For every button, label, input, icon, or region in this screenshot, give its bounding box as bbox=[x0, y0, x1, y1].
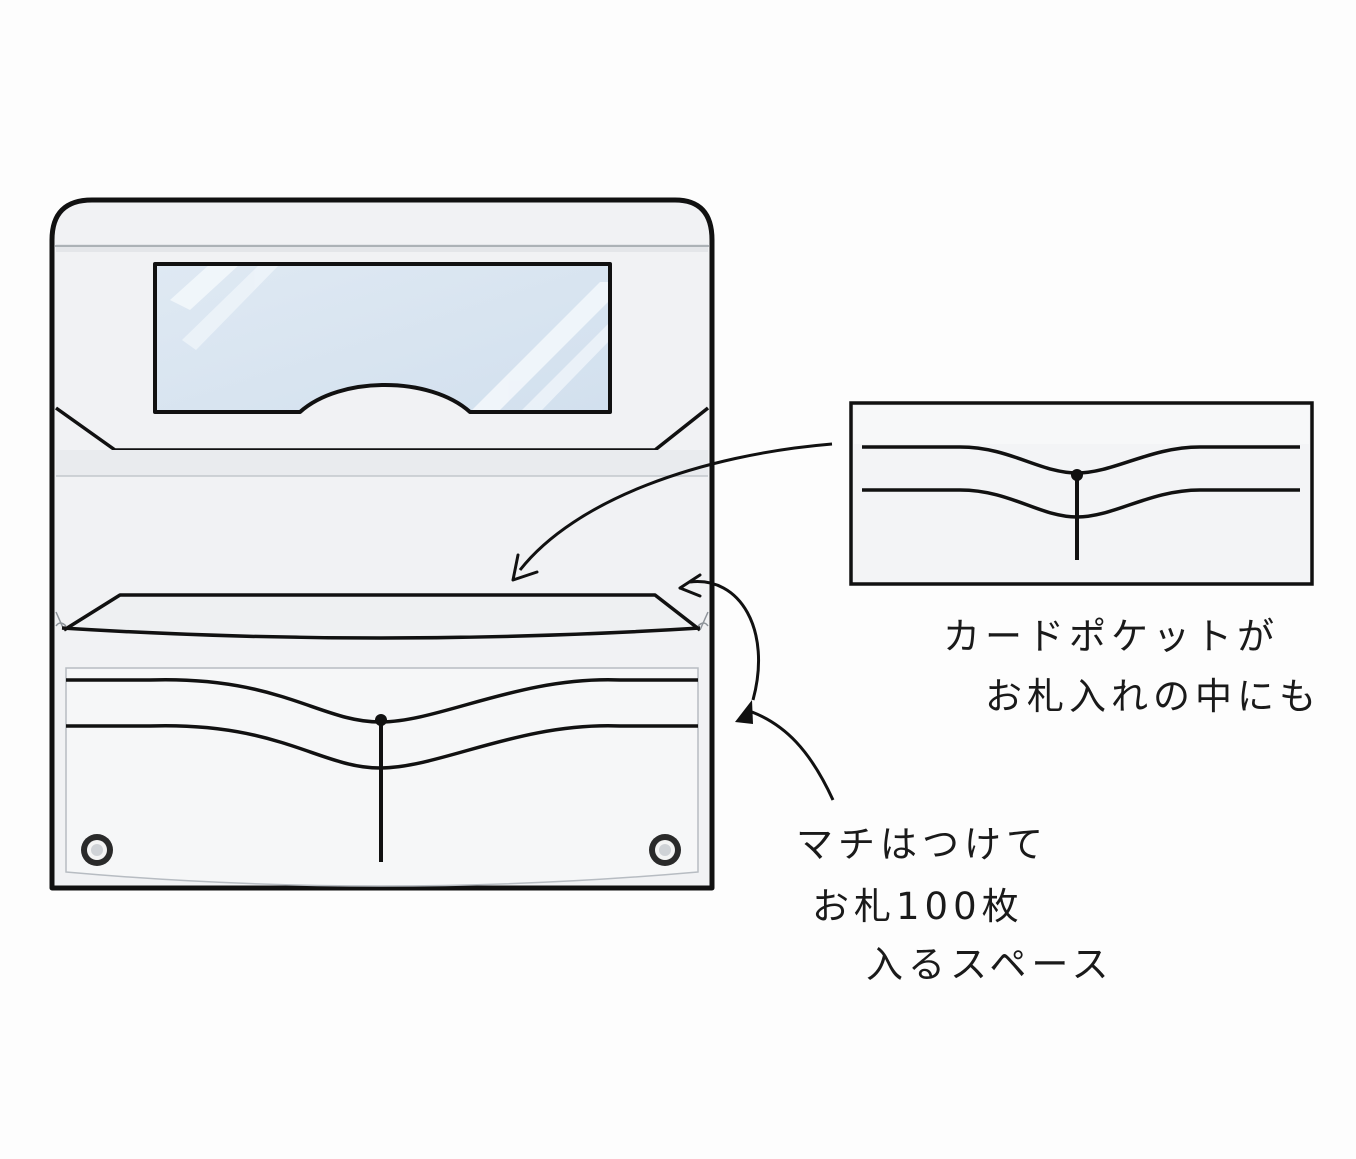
arrow-gusset-curve bbox=[678, 573, 761, 724]
pocket-dot bbox=[375, 714, 387, 726]
annotation-gusset-line2: お札100枚 bbox=[812, 885, 1024, 928]
arrow-card-pocket bbox=[511, 442, 833, 582]
snap-button-left bbox=[81, 834, 113, 866]
annotation-card-pocket-line1: カードポケットが bbox=[943, 615, 1279, 658]
clear-window bbox=[153, 262, 612, 414]
annotation-gusset-line1: マチはつけて bbox=[796, 823, 1048, 866]
middle-band bbox=[56, 450, 708, 476]
window-frame bbox=[153, 262, 612, 414]
top-strip bbox=[56, 244, 708, 252]
snap-button-right bbox=[649, 834, 681, 866]
arrow-gusset-pointer bbox=[751, 710, 835, 801]
wallet-open-view bbox=[49, 197, 715, 891]
annotation-gusset-line3: 入るスペース bbox=[866, 943, 1114, 986]
bill-flap bbox=[63, 593, 702, 632]
card-pocket-detail bbox=[849, 401, 1314, 586]
annotation-card-pocket-line2: お札入れの中にも bbox=[985, 675, 1321, 718]
